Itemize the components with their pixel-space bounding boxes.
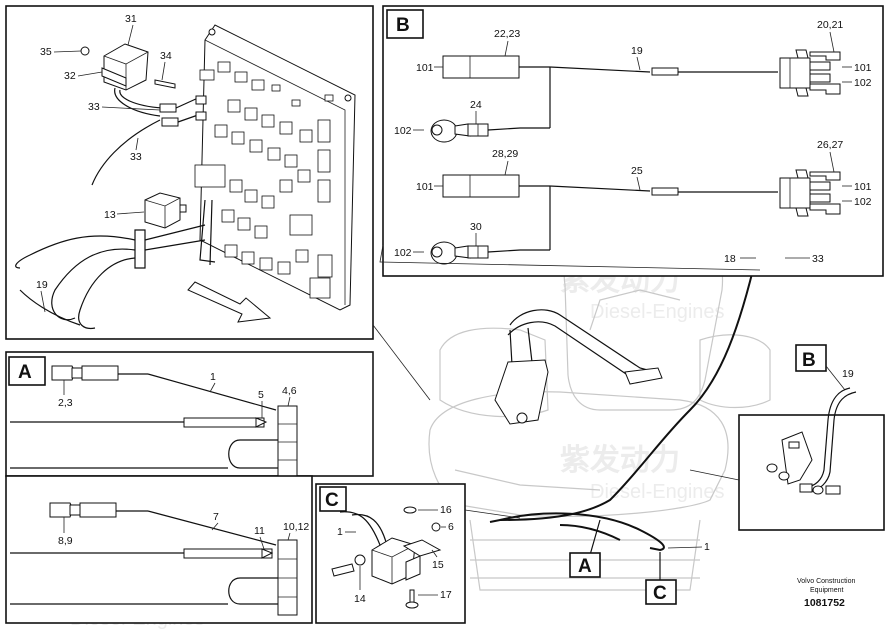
buckle-detail [738,414,885,531]
view-a-badge [8,356,46,386]
view-b-letter: B [396,15,410,36]
label-1-main: 1 [704,541,710,553]
relay-31-assembly [80,43,207,186]
label-102-c: 102 [854,196,872,208]
label-7: 7 [213,511,219,523]
label-1-a: 1 [210,371,216,383]
fuse-panel-callouts: 31 35 34 32 33 33 13 19 [36,13,172,313]
label-35: 35 [40,46,52,58]
buckle-leader [689,469,740,481]
view-c-badge [319,486,347,512]
view-b-marker-letter: B [802,350,816,371]
buckle-parts [766,387,857,495]
label-19-b: 19 [631,45,643,57]
view-a-letter: A [18,362,32,383]
label-102-b: 102 [394,125,412,137]
view-c-letter: C [325,490,339,511]
seat-callouts: 18 33 [724,253,824,265]
harness-19 [15,224,206,330]
label-5: 5 [258,389,264,401]
label-11: 11 [254,525,265,537]
b-marker-leader [825,365,846,391]
label-6: 6 [448,521,454,533]
label-32: 32 [64,70,76,82]
label-10-12: 10,12 [283,521,309,533]
label-30: 30 [470,221,482,233]
label-101-b: 101 [854,62,872,74]
label-25: 25 [631,165,643,177]
schematic-lower: 28,29 101 30 102 25 26,27 101 102 [394,139,872,265]
label-33-seat: 33 [812,253,824,265]
view-c-marker [645,579,677,605]
label-34: 34 [160,50,172,62]
label-102-d: 102 [394,247,412,259]
label-1-c: 1 [337,526,343,538]
direction-arrow [187,281,272,323]
label-26-27: 26,27 [817,139,843,151]
relay-13 [144,192,187,229]
label-14: 14 [354,593,366,605]
label-28-29: 28,29 [492,148,518,160]
schematic-upper: 22,23 101 24 102 19 20,21 101 102 [394,19,872,143]
b-leader [379,244,761,271]
view-a-marker [569,552,601,578]
view-c-marker-letter: C [653,583,667,604]
label-102-a: 102 [854,77,872,89]
c-leader [464,509,521,519]
label-31: 31 [125,13,137,25]
view-c-parts: 1 16 6 15 14 17 [331,504,454,609]
a-marker-line [589,519,601,556]
watermark-en-4: Diesel-Engines [590,301,725,323]
label-13: 13 [104,209,116,221]
fuse-panel [194,24,356,311]
detail-leader [372,324,431,401]
label-33b: 33 [130,151,142,163]
label-33a: 33 [88,101,100,113]
view-b-marker [795,344,827,372]
label-4-6: 4,6 [282,385,297,397]
watermark-cn-6: 紫发动力 [560,443,680,478]
label-18: 18 [724,253,736,265]
label-19-buckle: 19 [842,368,854,380]
seat-belt [494,309,663,425]
label-2-3: 2,3 [58,397,73,409]
view-a-marker-letter: A [578,556,592,577]
view-a2-wiring: 8,9 7 11 10,12 [10,502,309,616]
label-17: 17 [440,589,452,601]
label-16: 16 [440,504,452,516]
view-b-badge [386,9,424,39]
label-101-a: 101 [416,62,434,74]
label-19a: 19 [36,279,48,291]
document-number: 1081752 [804,597,845,609]
label-1-main-leader [667,546,703,549]
company-line-2: Equipment [810,587,844,594]
company-line-1: Volvo Construction [797,578,855,585]
label-20-21: 20,21 [817,19,843,31]
label-101-c: 101 [416,181,434,193]
label-15: 15 [432,559,444,571]
label-24: 24 [470,99,482,111]
label-8-9: 8,9 [58,535,73,547]
label-22-23: 22,23 [494,28,520,40]
label-101-d: 101 [854,181,872,193]
